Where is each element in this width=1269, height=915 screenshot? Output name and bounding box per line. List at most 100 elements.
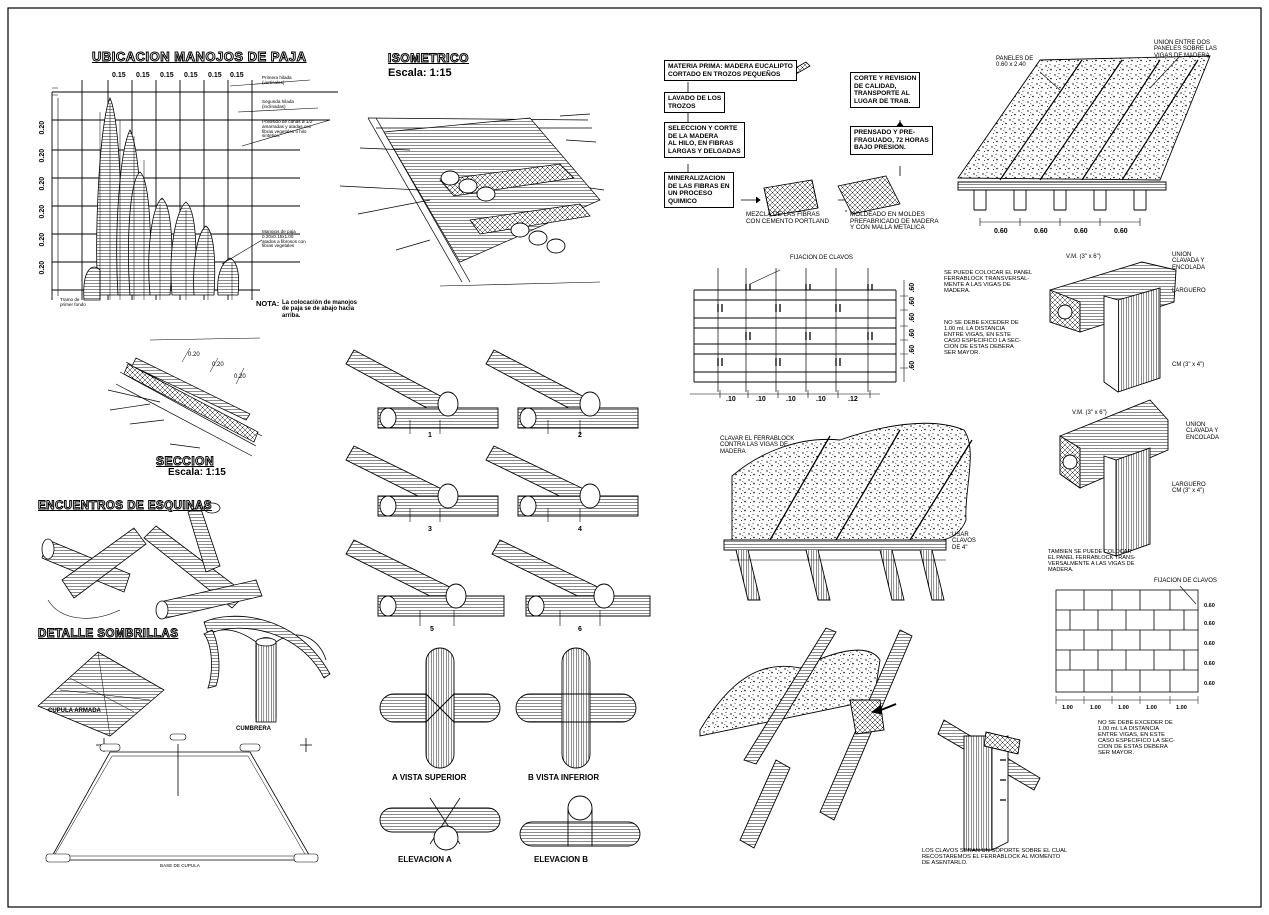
joint-number: 4 [578,526,582,533]
row-dim: 0.20 [39,176,47,191]
larguero-label: LARGUERO [1172,288,1206,294]
col-dim-2: 1.00 [1176,705,1187,711]
union-clavada-label: UNION CLAVADA Y ENCOLADA [1172,252,1206,271]
tambien-note: TAMBIEN SE PUEDE COLOCAR EL PANEL FERRAB… [1048,549,1136,573]
ubicacion-title: UBICACION MANOJOS DE PAJA [92,49,307,64]
beam-spacing-dim: 0.60 [1074,228,1088,235]
beam-joint-bottom [1059,399,1169,557]
col-dim: 0.15 [230,72,244,79]
col-dim-2: 1.00 [1062,705,1073,711]
col-dim: 0.15 [160,72,174,79]
note-exceder: NO SE DEBE EXCEDER DE 1.00 ml. LA DISTAN… [944,320,1021,357]
fijacion-title-2: FIJACION DE CLAVOS [1154,578,1217,584]
seccion-dim: 0.20 [212,362,224,368]
row-dim-2: 0.60 [1204,621,1215,627]
row-dim: 0.20 [39,232,47,247]
fij-row-dim: .60 [909,296,917,307]
joint-number: 1 [428,432,432,439]
larguero-cm-label: LARGUERO CM (3" x 4") [1172,482,1206,495]
joint-number: 5 [430,626,434,633]
col-dim: 0.15 [112,72,126,79]
flow-moldeado: MOLDEADO EN MOLDES PREFABRICADO DE MADER… [850,211,939,232]
fij-col-dim: .10 [816,396,826,403]
col-dim: 0.15 [184,72,198,79]
log-joints [345,349,651,626]
vista-superior-label: A VISTA SUPERIOR [392,773,467,782]
seccion-scale: Escala: 1:15 [168,467,226,478]
panel-edge-detail [699,627,913,849]
col-dim-2: 1.00 [1118,705,1129,711]
beam-spacing-dim: 0.60 [1114,228,1128,235]
row-dim: 0.20 [39,260,47,275]
nail-fixing-grid [690,268,908,398]
flow-corte: CORTE Y REVISION DE CALIDAD, TRANSPORTE … [850,72,921,109]
flow-prensado: PRENSADO Y PRE- FRAGUADO, 72 HORAS BAJO … [850,126,933,155]
seccion-dim: 0.20 [234,374,246,380]
cross-joint-views [379,647,641,851]
iso-scale: Escala: 1:15 [388,67,452,79]
clavar-label: CLAVAR EL FERRABLOCK CONTRA LAS VIGAS DE… [720,436,795,455]
fij-col-dim: .10 [786,396,796,403]
paneles-label: PANELES DE 0.60 x 2.40 [996,56,1034,69]
note-manojos: Manojos de paja 0.20x0.15x1.00 atados a … [262,229,306,249]
note-segunda-hilada: Segunda hilada (inclinadas) [262,99,294,109]
vista-inferior-label: B VISTA INFERIOR [528,773,600,782]
encuentros-title: ENCUENTROS DE ESQUINAS [38,499,212,512]
fij-col-dim: .10 [726,396,736,403]
thatch-grid [51,79,338,301]
joint-number: 3 [428,526,432,533]
flow-materia-prima: MATERIA PRIMA: MADERA EUCALIPTO CORTADO … [664,60,797,82]
beam-spacing-dim: 0.60 [994,228,1008,235]
row-dim-2: 0.60 [1204,681,1215,687]
elevacion-b-label: ELEVACION B [534,855,589,864]
joint-number: 6 [578,626,582,633]
col-dim-2: 1.00 [1090,705,1101,711]
beam-spacing-dim: 0.60 [1034,228,1048,235]
base-cupula-label: BASE DE CUPULA [160,863,200,868]
flow-mezcla: MEZCLA DE LAS FIBRAS CON CEMENTO PORTLAN… [746,211,830,225]
elevacion-a-label: ELEVACION A [398,855,452,864]
cupula-label: CUPULA ARMADA [48,708,101,714]
fijacion-title: FIJACION DE CLAVOS [790,255,853,261]
note-pollosido: Pollosido de cañas ø 1/2" amarradas y at… [262,119,314,139]
row-dim: 0.20 [39,120,47,135]
transverse-grid [1055,585,1199,704]
iso-roof-detail [339,113,605,287]
joint-number: 2 [578,432,582,439]
flow-mineralizacion: MINERALIZACION DE LAS FIBRAS EN UN PROCE… [664,172,734,209]
post-nail-detail [937,719,1041,851]
beam-joint-top [1049,261,1177,393]
cumbrera-label: CUMBRERA [236,726,271,732]
iso-title: ISOMETRICO [387,51,470,65]
panel-isometric [957,55,1211,226]
row-dim-2: 0.60 [1204,603,1215,609]
panel-on-beams [723,422,973,601]
vm-label: V.M. (3" x 6") [1066,254,1101,260]
col-dim-2: 1.00 [1146,705,1157,711]
seccion-dim: 0.20 [188,352,200,358]
fij-row-dim: .60 [909,282,917,293]
row-dim-2: 0.60 [1204,641,1215,647]
note-exceder-2: NO SE DEBE EXCEDER DE 1.00 ml. LA DISTAN… [1098,720,1175,757]
nota-text: La colocación de manojos de paja se de a… [282,300,358,319]
union-label: UNION ENTRE DOS PANELES SOBRE LAS VIGAS … [1154,40,1217,59]
fij-row-dim: .60 [909,328,917,339]
col-dim: 0.15 [208,72,222,79]
fij-row-dim: .60 [909,344,917,355]
fij-row-dim: .60 [909,360,917,371]
vm-label-2: V.M. (3" x 6") [1072,410,1107,416]
nota-label: NOTA: [256,299,280,308]
fij-col-dim: .10 [756,396,766,403]
sombrillas-title: DETALLE SOMBRILLAS [37,627,179,640]
cm-label: CM (3" x 4") [1172,362,1205,368]
row-dim: 0.20 [39,148,47,163]
corner-joints [41,502,263,620]
row-dim: 0.20 [39,204,47,219]
fij-row-dim: .60 [909,312,917,323]
flow-arrows [684,61,904,217]
usar-clavos-label: USAR CLAVOS DE 4" [952,532,976,551]
section-drawing [107,337,263,457]
note-transversal: SE PUEDE COLOCAR EL PANEL FERRABLOCK TRA… [944,270,1033,295]
